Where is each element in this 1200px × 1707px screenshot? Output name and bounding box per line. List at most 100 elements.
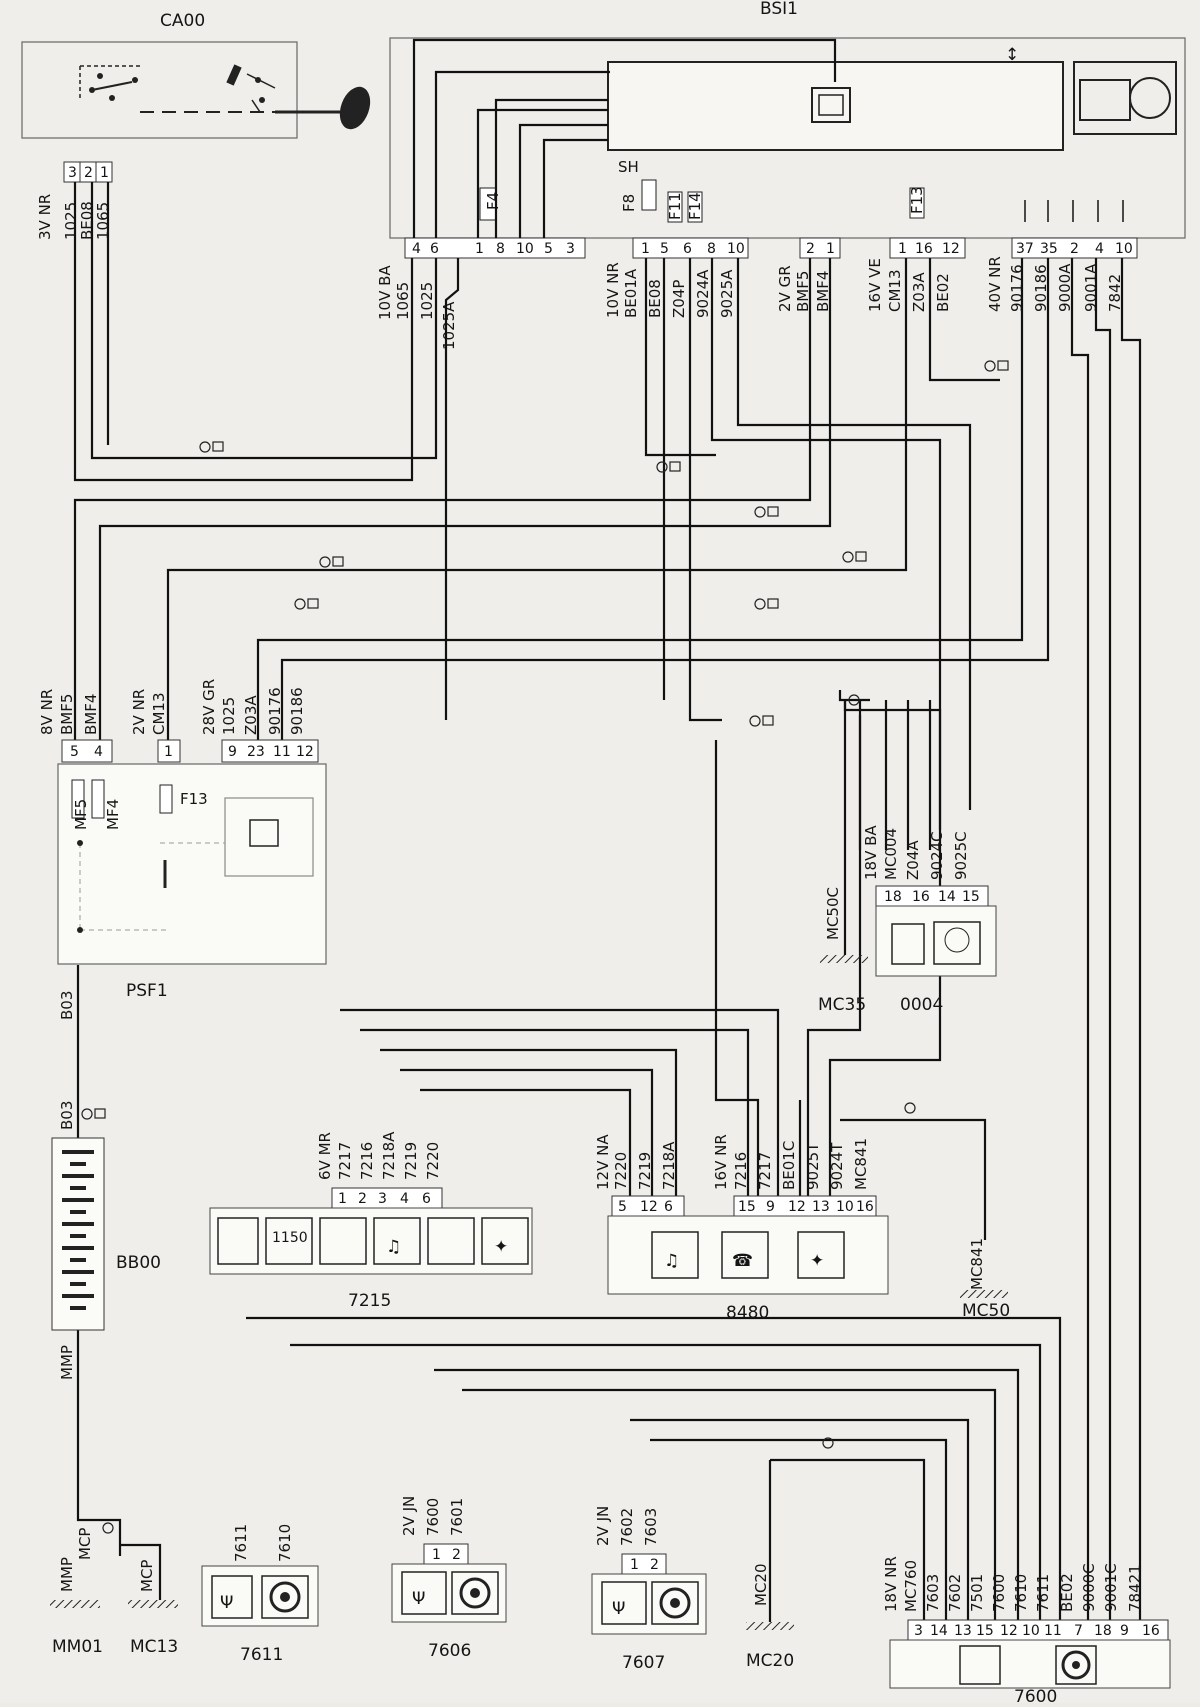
c8480-telematics: 5 12 6 15 9 12 13 10 16 ♫ ☎ ✦ 8480 12V N… [594, 1134, 889, 1323]
ground-label: MC20 [746, 1651, 794, 1671]
wire-label: 7220 [424, 1142, 442, 1180]
pin: 10 [836, 1199, 854, 1215]
wire-label: BE01A [622, 268, 640, 318]
pin: 1 [630, 1557, 639, 1573]
wire-label: Z03A [910, 272, 928, 312]
pin: 15 [976, 1623, 994, 1639]
pin: 3 [566, 241, 575, 257]
c8480-label: 8480 [726, 1303, 769, 1323]
connector-label: 18V BA [862, 825, 880, 880]
pin: 35 [1040, 241, 1058, 257]
pin: 16 [915, 241, 933, 257]
wire-label: 7501 [968, 1574, 986, 1612]
wire-label: 9001A [1082, 263, 1100, 312]
wire-label: Z04P [670, 280, 688, 318]
wire-label: 7218A [660, 1141, 678, 1190]
pin: 2 [358, 1191, 367, 1207]
ca00-connector-label: 3V NR [36, 194, 54, 240]
wire-label: 9024C [928, 831, 946, 880]
svg-text:↕: ↕ [1005, 45, 1019, 65]
wire-label: 7611 [1034, 1574, 1052, 1612]
wire-harness [73, 38, 1142, 1620]
pin: 7 [1074, 1623, 1083, 1639]
wire-label: 1065 [94, 202, 112, 240]
ground-label: MC13 [130, 1637, 178, 1657]
pin: 10 [1115, 241, 1133, 257]
wire-label: 9025T [804, 1142, 822, 1190]
connector-label: 10V BA [376, 265, 394, 320]
pin: 2 [452, 1547, 461, 1563]
wire-label: 7610 [1012, 1574, 1030, 1612]
wire-label: BMF5 [794, 271, 812, 312]
pin: 3 [378, 1191, 387, 1207]
pin: 12 [942, 241, 960, 257]
display-text: 1150 [272, 1230, 308, 1246]
bb00-battery: BB00 MMP [51, 1137, 161, 1380]
wire-label: 1025A [440, 301, 458, 350]
wire-label: 7601 [448, 1498, 466, 1536]
pin: 16 [912, 889, 930, 905]
pin: 5 [70, 744, 79, 760]
pin: 12 [640, 1199, 658, 1215]
wire-label: MCP [138, 1560, 156, 1592]
wire-label: MC004 [882, 828, 900, 880]
ca00-pin: 1 [100, 165, 109, 181]
bsi-sh-mark: SH [618, 158, 639, 176]
compass-icon: ✦ [810, 1251, 824, 1271]
antenna-icon: Ψ [612, 1599, 625, 1619]
ca00-pin: 3 [68, 165, 77, 181]
wire-label: MC841 [968, 1238, 986, 1290]
pin: 37 [1016, 241, 1034, 257]
pin: 5 [618, 1199, 627, 1215]
wire-label: 90186 [288, 687, 306, 735]
wire-label: Z04A [904, 840, 922, 880]
antenna-icon: Ψ [412, 1589, 425, 1609]
pin: 14 [938, 889, 956, 905]
pin: 11 [273, 744, 291, 760]
fuse-label: F11 [666, 192, 684, 220]
c7611-speaker: Ψ 7611 7611 7610 [201, 1524, 319, 1665]
connector-label: 40V NR [986, 256, 1004, 312]
pin: 9 [766, 1199, 775, 1215]
fuse-label: F13 [908, 186, 926, 214]
pin: 6 [430, 241, 439, 257]
wire-label: 7219 [636, 1152, 654, 1190]
psf1-label: PSF1 [126, 981, 168, 1001]
wire-label: 1025 [418, 282, 436, 320]
connector-label: 12V NA [594, 1134, 612, 1190]
fuse-label: F8 [620, 194, 638, 212]
wire-label: B03 [58, 1101, 76, 1130]
wire-label: BE08 [646, 279, 664, 318]
pin: 18 [1094, 1623, 1112, 1639]
wire-label: MC50C [824, 887, 842, 940]
pin: 15 [738, 1199, 756, 1215]
wire-label: 7611 [232, 1524, 250, 1562]
wire-label: CM13 [886, 269, 904, 312]
wire-label: MC760 [902, 1560, 920, 1612]
pin: 10 [1022, 1623, 1040, 1639]
pin: 3 [914, 1623, 923, 1639]
wire-label: 7603 [924, 1574, 942, 1612]
wire-label: MCP [76, 1528, 94, 1560]
ca00-label: CA00 [160, 11, 205, 31]
wire-label: 9024A [694, 269, 712, 318]
wire-label: 9000A [1056, 263, 1074, 312]
c7600-amplifier: 3 14 13 15 12 10 11 7 18 9 16 7600 18V N… [882, 1556, 1171, 1707]
wire-label: BE01C [780, 1141, 798, 1190]
wire-label: 7217 [756, 1152, 774, 1190]
wire-label: 7600 [990, 1574, 1008, 1612]
c7215-radio-display: 1 2 3 4 6 1150 ♫ ✦ 7215 6V MR 7217 7216 … [209, 1131, 533, 1311]
c7607-speaker: 1 2 Ψ 7607 2V JN 7602 7603 [591, 1506, 707, 1673]
wire-label: 7602 [946, 1574, 964, 1612]
connector-label: 2V JN [400, 1496, 418, 1536]
wire-label: MC841 [852, 1138, 870, 1190]
connector-label: 2V NR [130, 689, 148, 735]
pin: 18 [884, 889, 902, 905]
wire-label: 90176 [266, 687, 284, 735]
ground-label: MM01 [52, 1637, 103, 1657]
pin: 12 [788, 1199, 806, 1215]
c0004-label: 0004 [900, 995, 943, 1015]
connector-label: 2V GR [776, 265, 794, 312]
wire-label: BMF4 [82, 694, 100, 735]
